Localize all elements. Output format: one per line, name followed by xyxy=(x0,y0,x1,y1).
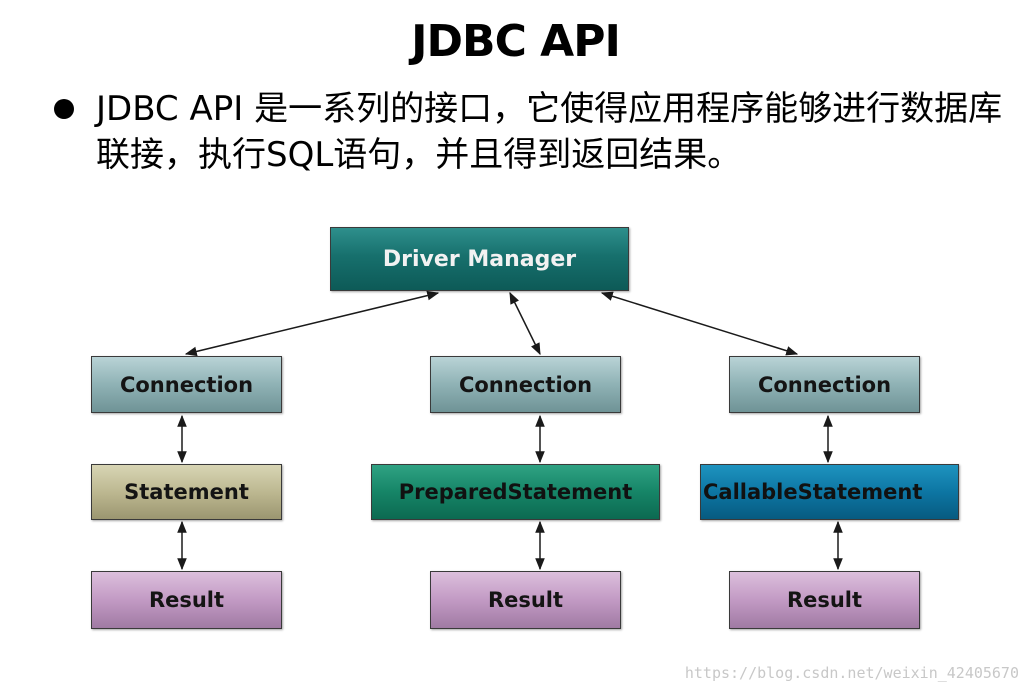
slide-title: JDBC API xyxy=(411,16,621,67)
result-box-1: Result xyxy=(91,571,282,629)
connection-box-1: Connection xyxy=(91,356,282,413)
statement-box: Statement xyxy=(91,464,282,520)
result-box-3: Result xyxy=(729,571,920,629)
connection-box-2: Connection xyxy=(430,356,621,413)
arrow-driver-to-connection-2 xyxy=(509,291,541,356)
prepared-statement-box: PreparedStatement xyxy=(371,464,660,520)
callable-statement-box: CallableStatement xyxy=(700,464,959,520)
result-box-2: Result xyxy=(430,571,621,629)
watermark-url: https://blog.csdn.net/weixin_42405670 xyxy=(684,664,1019,682)
driver-manager-box: Driver Manager xyxy=(330,227,629,291)
bullet-text: JDBC API 是一系列的接口，它使得应用程序能够进行数据库联接，执行SQL语… xyxy=(96,89,1003,175)
arrow-driver-to-connection-3 xyxy=(600,291,799,356)
connection-box-3: Connection xyxy=(729,356,920,413)
bullet-point-icon xyxy=(54,99,74,119)
arrow-driver-to-connection-1 xyxy=(184,290,440,357)
